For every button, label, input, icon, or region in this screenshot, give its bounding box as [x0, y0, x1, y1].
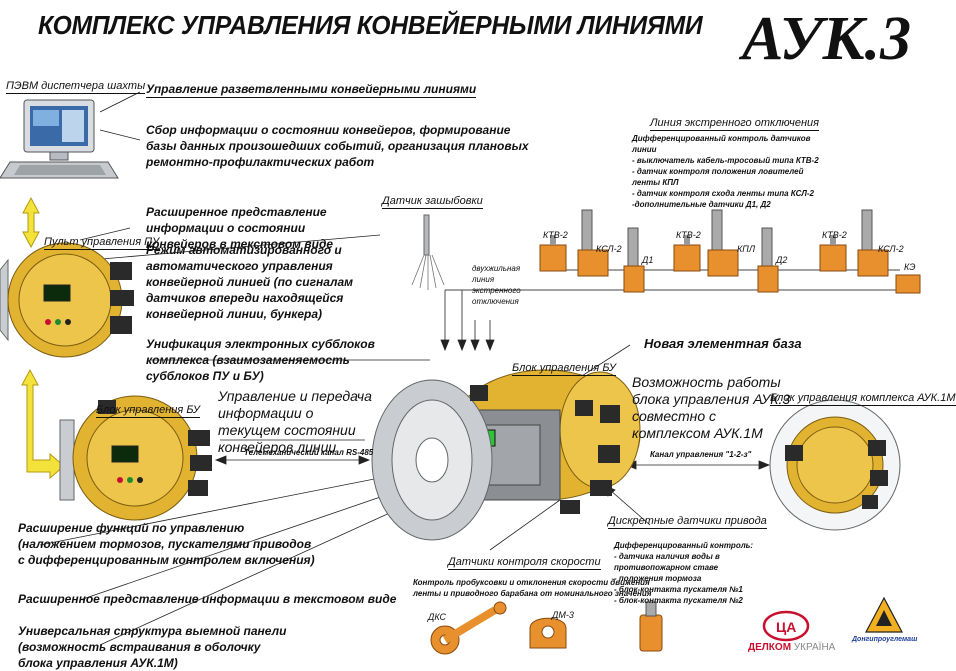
feature-auk1m-compat: Возможность работы блока управления АУК.… — [632, 374, 791, 441]
emergency-item: - датчик контроля положения ловителей ле… — [632, 167, 804, 187]
line-sensors — [539, 209, 921, 294]
sensor-label-d1: Д1 — [642, 255, 654, 265]
discrete-item: - датчика наличия воды в противопожарном… — [614, 552, 720, 572]
donhiproug-logo — [865, 596, 903, 633]
feature-extended-control: Расширение функций по управлению (наложе… — [18, 521, 315, 567]
discrete-sensors-label: Дискретные датчики привода — [608, 515, 767, 529]
sensor-label-kpl: КПЛ — [737, 244, 755, 254]
speed-sensors-label: Датчики контроля скорости — [448, 556, 601, 570]
emergency-line-label: Линия экстренного отключения — [650, 117, 820, 131]
svg-text:ЦА: ЦА — [776, 619, 796, 635]
bu-left-device — [59, 395, 212, 521]
brand-mark: АУК.3 — [742, 5, 912, 73]
feature-auto-mode: Режим автоматизированного и автоматическ… — [146, 243, 354, 321]
delcom-logo-text: ДЕЛКОМ УКРАЇНА — [748, 642, 835, 653]
discrete-item: - блок-контакта пускателя №2 — [614, 596, 743, 605]
discrete-heading: Дифференцированный контроль: — [614, 541, 754, 550]
feature-data-collection: Сбор информации о состоянии конвейеров, … — [146, 123, 529, 169]
feature-text-info: Расширенное представление информации о с… — [146, 205, 334, 251]
diagram-graphics: ЦА — [0, 91, 921, 655]
feature-unification: Унификация электронных субблоков комплек… — [146, 337, 375, 383]
feature-universal-panel: Универсальная структура выемной панели (… — [18, 624, 287, 670]
channel-label: Канал управления "1-2-з" — [650, 450, 752, 459]
feature-info-transfer: Управление и передача информации о текущ… — [218, 388, 372, 455]
pc-monitor — [0, 99, 119, 179]
feature-new-base: Новая элементная база — [644, 336, 802, 351]
discrete-item: - положения тормоза — [614, 574, 702, 583]
dm3-label: ДМ-3 — [552, 610, 574, 620]
dks-label: ДКС — [428, 612, 447, 622]
sensor-label-ktv2: КТВ-2 — [822, 230, 847, 240]
emergency-item: -дополнительные датчики Д1, Д2 — [632, 200, 771, 209]
auk1m-device — [769, 399, 901, 531]
bu-center-label: Блок управления БУ — [512, 362, 616, 376]
sensor-label-d2: Д2 — [776, 255, 788, 265]
bu-left-label: Блок управления БУ — [96, 404, 200, 418]
zashybovka-label: Датчик зашыбовки — [382, 195, 483, 209]
speed-sensors — [430, 601, 567, 655]
pult-label: Пульт управления ПУ — [44, 236, 160, 250]
auk1m-label: Блок управления комплекса АУК.1М — [770, 392, 956, 406]
discrete-sensor — [639, 601, 663, 652]
discrete-list: Дифференцированный контроль: - датчика н… — [614, 540, 794, 606]
delcom-logo: ЦА — [762, 610, 810, 642]
sensor-label-ke: КЭ — [904, 262, 916, 272]
speed-control-text: Контроль пробуксовки и отклонения скорос… — [413, 578, 652, 598]
two-wire-label: двухжильная линия экстренного отключения — [472, 264, 521, 306]
delcom-name: ДЕЛКОМ — [748, 642, 792, 653]
pc-label: ПЭВМ диспетчера шахты — [6, 80, 146, 94]
emergency-item: - датчик контроля схода ленты типа КСЛ-2 — [632, 189, 814, 198]
sensor-label-ktv2: КТВ-2 — [543, 230, 568, 240]
zashybovka-probe — [411, 214, 445, 290]
telemech-label: Телемеханический канал RS-485 — [244, 448, 374, 457]
discrete-item: - блок-контакта пускателя №1 — [614, 585, 743, 594]
sensor-label-ksl2: КСЛ-2 — [596, 244, 622, 254]
sensor-label-ksl2: КСЛ-2 — [878, 244, 904, 254]
delcom-country: УКРАЇНА — [793, 642, 836, 653]
donhiproug-logo-text: Донгипроуглемаш — [852, 636, 918, 643]
emergency-list: Дифференцированный контроль датчиков лин… — [632, 133, 822, 210]
feature-branched-control: Управление разветвленными конвейерными л… — [146, 82, 477, 98]
emergency-heading: Дифференцированный контроль датчиков лин… — [632, 134, 811, 154]
page-title: КОМПЛЕКС УПРАВЛЕНИЯ КОНВЕЙЕРНЫМИ ЛИНИЯМИ — [38, 10, 703, 40]
emergency-item: - выключатель кабель-тросовый типа КТВ-2 — [632, 156, 819, 165]
pult-device — [0, 242, 134, 358]
feature-text-view: Расширенное представление информации в т… — [18, 592, 397, 606]
bu-center-device — [371, 369, 641, 541]
sensor-label-ktv2: КТВ-2 — [676, 230, 701, 240]
